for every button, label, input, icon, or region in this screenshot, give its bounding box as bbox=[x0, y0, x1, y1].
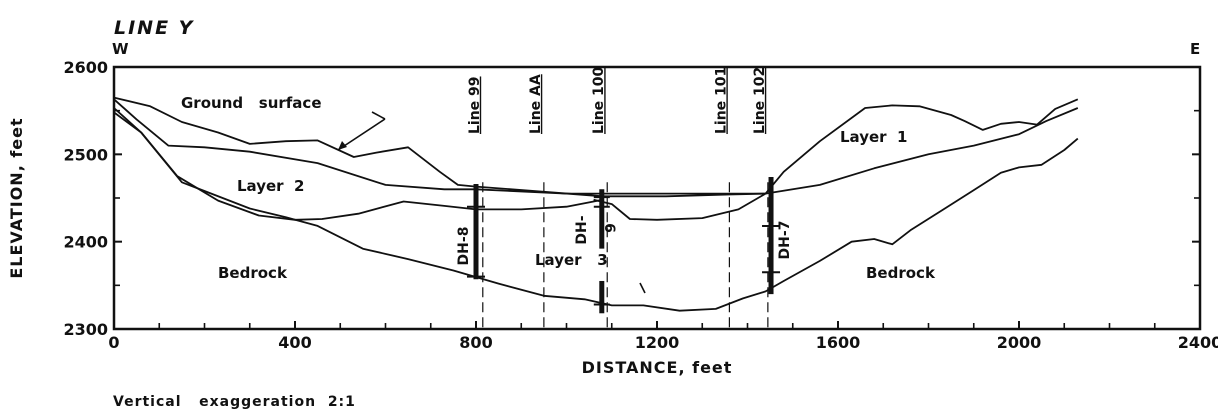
drill-hole-6-label-b: 6 bbox=[601, 223, 617, 233]
x-axis-title: DISTANCE, feet bbox=[582, 358, 733, 377]
x-tick-label: 800 bbox=[459, 333, 492, 352]
vertical-exaggeration-note: Vertical exaggeration 2:1 bbox=[113, 394, 356, 410]
axis-ticks: 0 400 800 1200 1600 2000 2400 2300 2400 2500 2600 bbox=[63, 58, 1218, 352]
ground-surface-arrowhead bbox=[338, 141, 347, 150]
x-tick-label: 400 bbox=[278, 333, 311, 352]
boundary-line bbox=[113, 96, 1079, 198]
cross-line-label: Line AA bbox=[528, 74, 544, 134]
boundary-line bbox=[113, 107, 603, 221]
cross-line-label: Line 102 bbox=[752, 67, 768, 134]
cross-line-label: Line 100 bbox=[591, 66, 607, 134]
west-label: W bbox=[112, 40, 129, 58]
x-tick-label: 1200 bbox=[635, 333, 680, 352]
boundary-line bbox=[765, 107, 1079, 195]
y-tick-label: 2600 bbox=[63, 58, 108, 77]
y-tick-label: 2500 bbox=[63, 145, 108, 164]
x-tick-label: 2400 bbox=[1178, 333, 1218, 352]
cross-line-label: Line 99 bbox=[467, 76, 483, 134]
drill-hole-7-label: DH-7 bbox=[777, 221, 793, 260]
east-label: E bbox=[1190, 40, 1200, 58]
layer-1-label: Layer 1 bbox=[840, 128, 907, 146]
drill-holes bbox=[467, 177, 781, 314]
section-title: LINE Y bbox=[114, 17, 195, 39]
boundary-line bbox=[593, 192, 767, 221]
ground-surface-label: Ground surface bbox=[181, 94, 322, 112]
bedrock-east-label: Bedrock bbox=[866, 264, 936, 282]
layer-2-label: Layer 2 bbox=[237, 177, 304, 195]
boundary-line bbox=[113, 111, 1079, 312]
layer-boundaries bbox=[113, 96, 1079, 312]
x-tick-label: 2000 bbox=[997, 333, 1042, 352]
y-tick-label: 2300 bbox=[63, 320, 108, 339]
small-tick-mark bbox=[639, 282, 646, 294]
bedrock-west-label: Bedrock bbox=[218, 264, 288, 282]
drill-hole-8-label: DH-8 bbox=[456, 227, 472, 266]
drill-hole-6-label-a: DH- bbox=[574, 215, 590, 244]
cross-line-markers: Line 99 Line AA Line 100 Line 101 Line 102 bbox=[467, 66, 769, 329]
x-tick-label: 0 bbox=[108, 333, 119, 352]
x-tick-label: 1600 bbox=[816, 333, 861, 352]
boundary-line bbox=[113, 98, 766, 195]
y-tick-label: 2400 bbox=[63, 233, 108, 252]
cross-line-label: Line 101 bbox=[713, 67, 729, 134]
ground-surface-leader-line bbox=[337, 111, 386, 151]
layer-3-label: Layer 3 bbox=[535, 251, 608, 269]
y-axis-title: ELEVATION, feet bbox=[7, 117, 26, 278]
